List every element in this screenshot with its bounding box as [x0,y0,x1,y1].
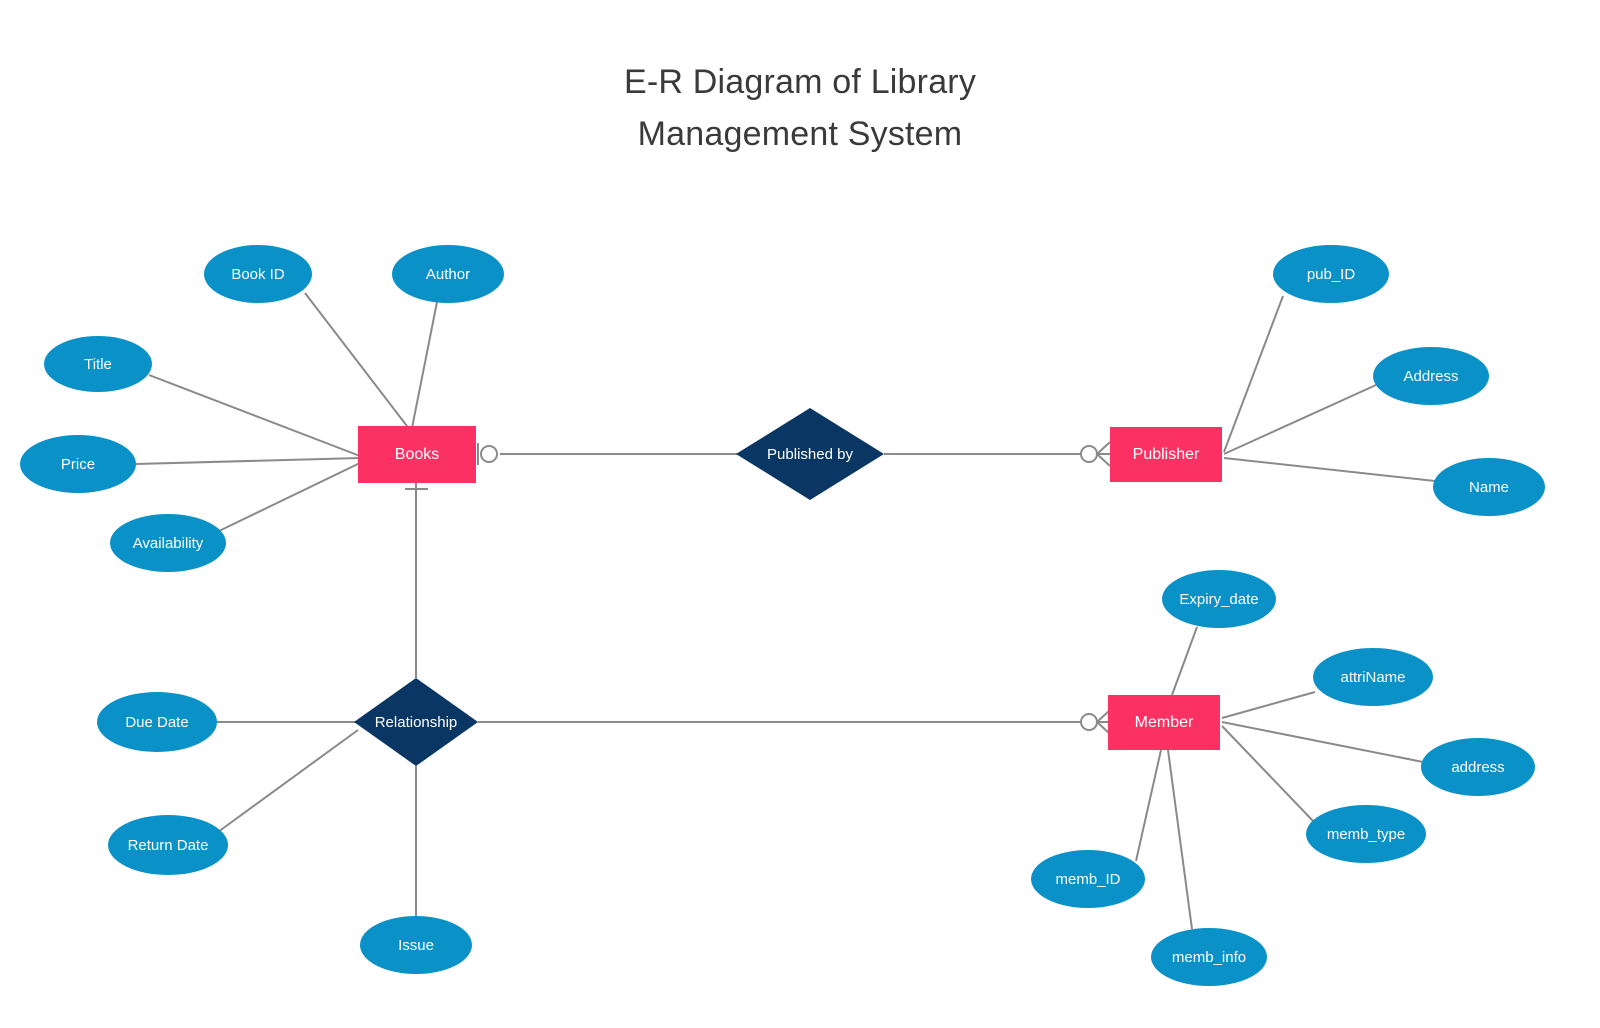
attribute-issue[interactable]: Issue [360,916,472,974]
link-pub-id-to-publisher [1223,295,1284,453]
link-return-date-to-relationship [217,729,359,833]
cardinality-member-zero-circle [1080,713,1098,731]
attribute-attri-name-shape [1313,648,1433,706]
attributes-group: Book ID Author Title Price Availability [20,245,1545,986]
attribute-book-id[interactable]: Book ID [204,245,312,303]
page-title: E-R Diagram of Library Management System [623,63,977,153]
entity-books-shape [358,426,476,483]
link-address-to-member [1221,721,1424,763]
attribute-expiry-date[interactable]: Expiry_date [1162,570,1276,628]
attribute-attri-name[interactable]: attriName [1313,648,1433,706]
entity-publisher[interactable]: Publisher [1110,427,1222,482]
relationship-published-by-shape [736,408,884,500]
attribute-memb-info-shape [1151,928,1267,986]
cardinality-books-zero-circle [480,445,498,463]
attribute-return-date[interactable]: Return Date [108,815,228,875]
attribute-memb-info[interactable]: memb_info [1151,928,1267,986]
attribute-memb-type-label: memb_type [1327,826,1405,843]
attribute-title-shape [44,336,152,392]
attribute-pub-id-label: pub_ID [1307,266,1356,283]
relationship-relationship-shape [354,678,478,766]
cardinality-member-crows-foot [1095,709,1111,735]
attribute-expiry-date-shape [1162,570,1276,628]
attribute-memb-type-shape [1306,805,1426,863]
entity-books-label: Books [395,446,439,463]
attribute-address-member-label: address [1451,759,1504,776]
attribute-availability-label: Availability [133,535,204,552]
attribute-address-publisher[interactable]: Address [1373,347,1489,405]
attribute-name[interactable]: Name [1433,458,1545,516]
entity-member-label: Member [1135,714,1194,731]
attribute-title[interactable]: Title [44,336,152,392]
link-author-to-books [411,301,438,429]
attribute-price-label: Price [61,456,95,473]
cardinality-markers-group [405,441,1111,735]
attribute-memb-id-shape [1031,850,1145,908]
link-title-to-books [148,374,361,457]
attribute-return-date-shape [108,815,228,875]
link-memb-type-to-member [1221,725,1315,823]
attribute-memb-info-label: memb_info [1172,949,1246,966]
attribute-name-label: Name [1469,479,1509,496]
attribute-author-label: Author [426,266,470,283]
attribute-author[interactable]: Author [392,245,504,303]
attribute-attri-name-label: attriName [1340,669,1405,686]
attribute-address-publisher-shape [1373,347,1489,405]
cardinality-publisher-zero-circle [1080,445,1098,463]
attribute-pub-id-shape [1273,245,1389,303]
attribute-memb-type[interactable]: memb_type [1306,805,1426,863]
attribute-address-publisher-label: Address [1403,368,1458,385]
attribute-due-date-shape [97,692,217,752]
attribute-book-id-label: Book ID [231,266,285,283]
attribute-availability-shape [110,514,226,572]
attribute-availability[interactable]: Availability [110,514,226,572]
attribute-book-id-shape [204,245,312,303]
attribute-pub-id[interactable]: pub_ID [1273,245,1389,303]
relationship-relationship[interactable]: Relationship [354,678,478,766]
attribute-issue-shape [360,916,472,974]
cardinality-publisher-crows-foot [1095,441,1111,467]
entity-publisher-label: Publisher [1133,446,1200,463]
link-availability-to-books [218,461,363,532]
attribute-address-member-shape [1421,738,1535,796]
relationship-published-by[interactable]: Published by [736,408,884,500]
attribute-price[interactable]: Price [20,435,136,493]
attribute-memb-id-label: memb_ID [1055,871,1120,888]
link-expiry-date-to-member [1171,626,1198,696]
entity-publisher-shape [1110,427,1222,482]
attribute-memb-id[interactable]: memb_ID [1031,850,1145,908]
attribute-price-shape [20,435,136,493]
attribute-due-date[interactable]: Due Date [97,692,217,752]
entities-group: Books Publisher Member [358,426,1222,750]
attribute-issue-label: Issue [398,937,434,954]
attribute-author-shape [392,245,504,303]
attribute-name-shape [1433,458,1545,516]
relationship-published-by-label: Published by [767,446,853,463]
link-book-id-to-books [304,292,411,431]
attribute-expiry-date-label: Expiry_date [1179,591,1258,608]
entity-books[interactable]: Books [358,426,476,483]
attribute-address-member[interactable]: address [1421,738,1535,796]
link-address-to-publisher [1223,384,1377,455]
link-memb-id-to-member [1135,749,1162,862]
attribute-title-label: Title [84,356,112,373]
link-attri-name-to-member [1221,691,1316,719]
link-memb-info-to-member [1167,749,1193,930]
entity-member[interactable]: Member [1108,695,1220,750]
attribute-due-date-label: Due Date [125,714,188,731]
link-name-to-publisher [1223,457,1436,482]
relationship-relationship-label: Relationship [375,714,458,731]
connector-lines-group [135,292,1436,930]
attribute-return-date-label: Return Date [128,837,209,854]
entity-member-shape [1108,695,1220,750]
relationships-group: Published by Relationship [354,408,884,766]
link-price-to-books [135,457,361,465]
